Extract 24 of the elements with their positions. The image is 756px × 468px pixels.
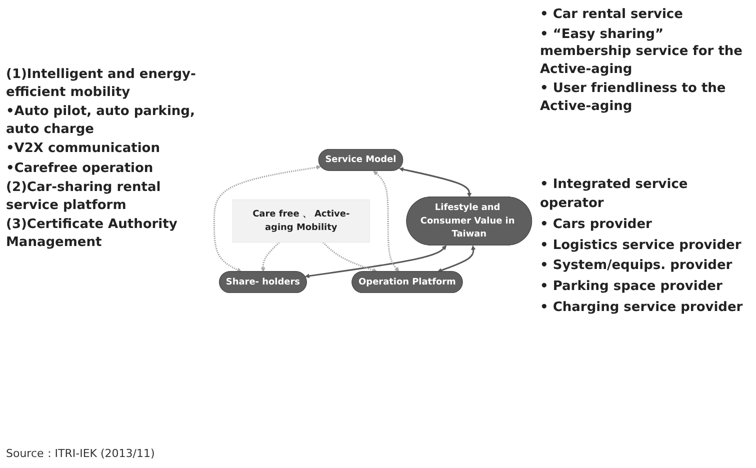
list-item: • System/equips. provider bbox=[540, 257, 734, 276]
source-note: Source：ITRI-IEK (2013/11) bbox=[6, 446, 155, 461]
list-item: • Integrated service operator bbox=[540, 176, 689, 213]
arrow bbox=[437, 245, 476, 272]
list-item: • Cars provider bbox=[540, 216, 653, 234]
list-item: • Car rental service bbox=[540, 6, 684, 24]
list-item: • User friendliness to the Active-aging bbox=[540, 80, 727, 116]
list-item: • Logistics service provider bbox=[540, 236, 742, 255]
list-item: •Auto pilot, auto parking, auto charge bbox=[6, 103, 196, 138]
arrow bbox=[260, 242, 280, 272]
list-item: •V2X communication bbox=[6, 140, 161, 158]
arrow bbox=[373, 170, 400, 272]
arrow bbox=[322, 242, 378, 272]
arrow bbox=[213, 165, 322, 272]
list-item: • Parking space provider bbox=[540, 278, 724, 296]
list-item: (1)Intelligent and energy-efficient mobility bbox=[6, 66, 197, 102]
list-item: •Carefree operation bbox=[6, 160, 154, 178]
arrow bbox=[304, 245, 447, 278]
list-item: (3)Certificate Authority Management bbox=[6, 216, 178, 252]
list-item: (2)Car-sharing rental service platform bbox=[6, 179, 162, 214]
arrow bbox=[399, 167, 472, 198]
list-item: • Charging service provider bbox=[540, 299, 744, 318]
list-item: • “Easy sharing” membership service for the Active-aging bbox=[540, 26, 744, 78]
node-box: Care free 、 Active-aging Mobility bbox=[232, 199, 370, 243]
